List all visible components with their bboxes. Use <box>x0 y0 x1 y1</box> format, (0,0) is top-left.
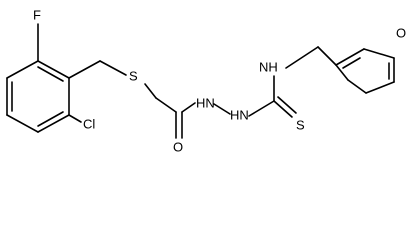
furan-oxygen-label: O <box>396 25 406 40</box>
bond <box>335 64 349 81</box>
bond-ring-cl <box>68 114 82 123</box>
bond <box>347 79 367 94</box>
bond <box>6 60 39 79</box>
bond-ch2-co <box>155 97 177 113</box>
double-bond-c-s <box>277 96 297 114</box>
bond-n-c <box>248 100 275 117</box>
bond-n-n <box>213 103 231 115</box>
bond-ch2-s <box>99 60 127 76</box>
bond <box>37 60 70 79</box>
double-bond <box>37 111 64 127</box>
bond <box>363 48 395 59</box>
bond-c-s <box>273 100 293 118</box>
bond-s-ch2 <box>144 83 157 99</box>
nh-hydrazide-label-1: HN <box>196 95 215 110</box>
sulfur-thioether-label: S <box>129 68 138 83</box>
bond <box>335 48 365 66</box>
molecule-diagram: F Cl S O HN HN NH S <box>6 7 406 154</box>
nh-hydrazide-label-2: HN <box>230 107 249 122</box>
bond-co-n <box>181 102 196 113</box>
bond <box>6 114 39 133</box>
bond <box>365 81 395 94</box>
bond-ch2-furan <box>317 46 337 66</box>
bond-ring-ch2 <box>68 60 101 79</box>
furan-ring <box>335 48 395 94</box>
thione-sulfur-label: S <box>296 117 305 132</box>
chlorine-label: Cl <box>83 116 95 131</box>
structure-svg: F Cl S O HN HN NH S <box>6 7 406 154</box>
bond <box>37 114 70 133</box>
nh-thiourea-label: NH <box>259 59 278 74</box>
double-bond <box>342 57 361 69</box>
double-bond <box>37 66 64 82</box>
bond-nh-ch2 <box>285 46 319 69</box>
benzene-ring <box>6 60 70 133</box>
fluorine-label: F <box>33 7 41 22</box>
carbonyl-oxygen-label: O <box>173 139 183 154</box>
